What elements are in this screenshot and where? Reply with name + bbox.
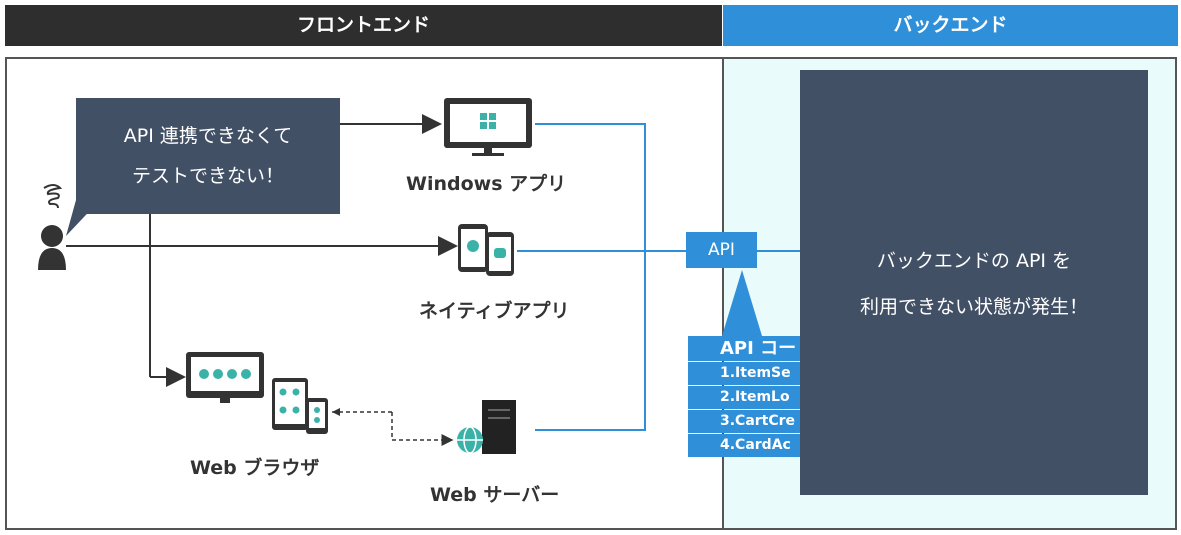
windows-app-label: Windows アプリ [406, 173, 567, 195]
overlay-line-1: バックエンドの API を [876, 250, 1072, 272]
speech-bubble: API 連携できなくて テストできない！ [76, 98, 340, 214]
api-code-item: 2.ItemLo [688, 386, 806, 409]
browser-devices-icon [186, 352, 328, 434]
overlay-line-2: 利用できない状態が発生！ [859, 296, 1088, 318]
blue-connector-frontend [535, 123, 646, 431]
bubble-line-2: テストできない！ [131, 165, 284, 187]
api-code-item: 3.CartCre [688, 410, 806, 433]
diagram-frame [5, 57, 1177, 530]
user-person-icon [38, 184, 66, 270]
api-box: API [686, 232, 757, 268]
native-app-label: ネイティブアプリ [419, 300, 570, 322]
api-code-item: 1.ItemSe [688, 362, 806, 385]
bubble-line-1: API 連携できなくて [123, 125, 293, 147]
api-code-title: API コー [688, 336, 806, 361]
windows-monitor-icon [444, 98, 532, 156]
backend-header: バックエンド [723, 5, 1178, 46]
api-code-item: 4.CardAc [688, 434, 806, 457]
web-server-label: Web サーバー [430, 484, 560, 506]
smartphones-icon [458, 224, 514, 276]
api-pointer [722, 270, 762, 336]
web-browser-label: Web ブラウザ [190, 457, 320, 479]
web-server-icon [457, 400, 516, 454]
frontend-header: フロントエンド [5, 5, 722, 46]
backend-unavailable-box: バックエンドの API を 利用できない状態が発生！ [800, 70, 1148, 495]
